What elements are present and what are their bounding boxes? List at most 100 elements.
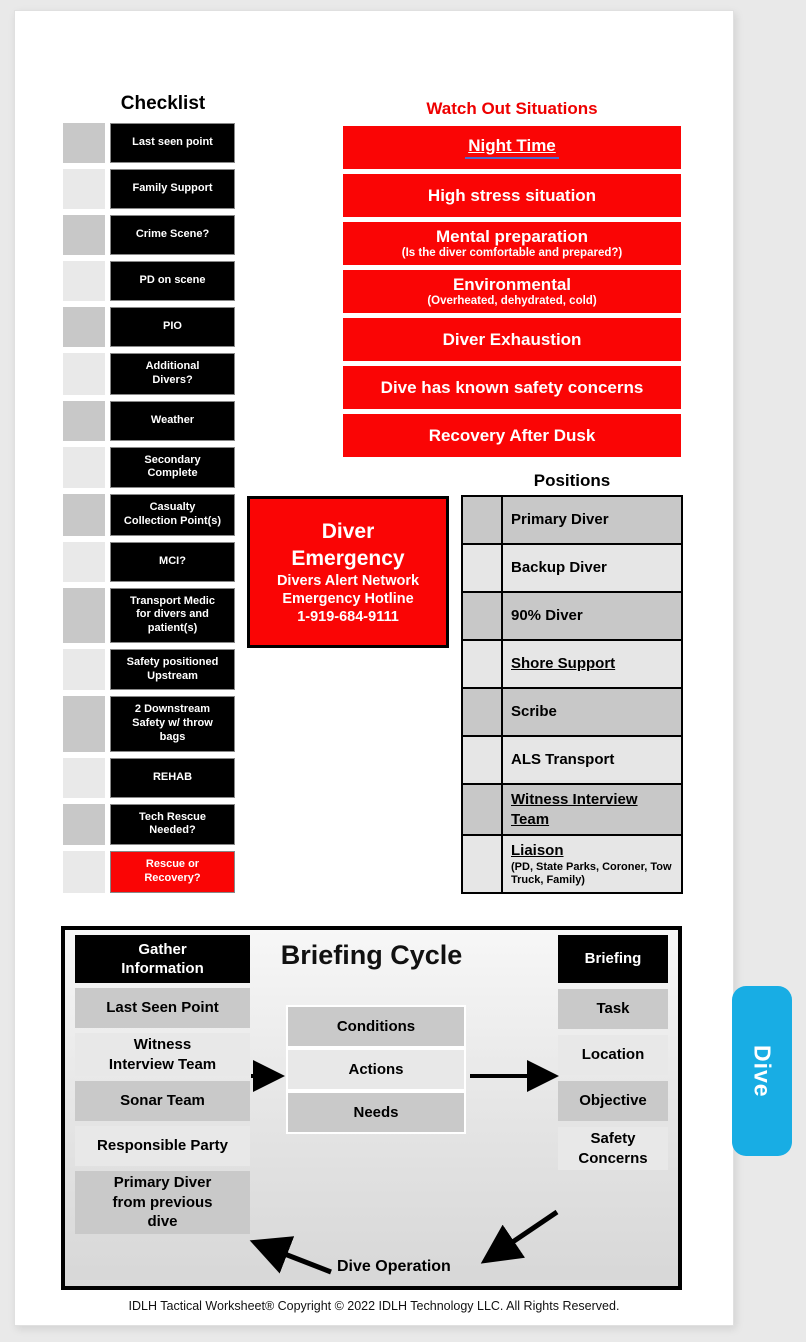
checklist-row[interactable]: Crime Scene? — [63, 215, 235, 255]
checklist-row[interactable]: MCI? — [63, 541, 235, 582]
checklist-row[interactable]: Secondary Complete — [63, 446, 235, 488]
checklist-checkbox[interactable] — [63, 757, 105, 798]
positions-row[interactable]: Primary Diver — [463, 497, 681, 545]
positions-row[interactable]: Witness Interview Team — [463, 785, 681, 836]
positions-label: Backup Diver — [511, 559, 607, 577]
positions-row[interactable]: Liaison(PD, State Parks, Coroner, Tow Tr… — [463, 836, 681, 892]
watchout-item: Dive has known safety concerns — [343, 366, 681, 409]
positions-checkbox[interactable] — [463, 785, 503, 834]
positions-label-cell: ALS Transport — [503, 737, 681, 783]
checklist-checkbox[interactable] — [63, 261, 105, 301]
checklist-checkbox[interactable] — [63, 851, 105, 893]
positions-row[interactable]: Scribe — [463, 689, 681, 737]
briefing-right-item: Safety Concerns — [558, 1127, 668, 1170]
checklist-checkbox[interactable] — [63, 446, 105, 488]
checklist-checkbox[interactable] — [63, 494, 105, 536]
watchout-item: Mental preparation(Is the diver comforta… — [343, 222, 681, 265]
arrow-right-to-dive-operation — [480, 1209, 559, 1264]
checklist-checkbox[interactable] — [63, 307, 105, 347]
watchout-item: Environmental(Overheated, dehydrated, co… — [343, 270, 681, 313]
checklist-row[interactable]: Transport Medic for divers and patient(s… — [63, 587, 235, 643]
positions-checkbox[interactable] — [463, 836, 503, 892]
positions-row[interactable]: Backup Diver — [463, 545, 681, 593]
checklist-item-label: Secondary Complete — [110, 446, 235, 488]
checklist-row[interactable]: PIO — [63, 307, 235, 347]
positions-checkbox[interactable] — [463, 737, 503, 783]
checklist-row[interactable]: Family Support — [63, 169, 235, 209]
checklist-checkbox[interactable] — [63, 215, 105, 255]
checklist-checkbox[interactable] — [63, 400, 105, 441]
briefing-right-item: Objective — [558, 1081, 668, 1121]
diver-emergency-title: Diver Emergency — [291, 519, 405, 570]
positions-label-cell: Backup Diver — [503, 545, 681, 591]
watchout-item-subtext: (Overheated, dehydrated, cold) — [427, 294, 597, 307]
checklist-item-label: Safety positioned Upstream — [110, 648, 235, 691]
positions-label-cell: Witness Interview Team — [503, 785, 681, 834]
checklist-checkbox[interactable] — [63, 587, 105, 643]
checklist-row[interactable]: Tech Rescue Needed? — [63, 803, 235, 845]
checklist-checkbox[interactable] — [63, 541, 105, 582]
briefing-left-item: Responsible Party — [75, 1126, 250, 1166]
positions-checkbox[interactable] — [463, 689, 503, 735]
positions-label: Primary Diver — [511, 511, 609, 529]
checklist-row[interactable]: Safety positioned Upstream — [63, 648, 235, 691]
watchout-item-label: Night Time — [465, 136, 559, 160]
briefing-left-item: Primary Diver from previous dive — [75, 1171, 250, 1234]
positions-label-cell: Liaison(PD, State Parks, Coroner, Tow Tr… — [503, 836, 681, 892]
checklist-item-label: REHAB — [110, 757, 235, 798]
checklist-checkbox[interactable] — [63, 169, 105, 209]
briefing-right-item: Task — [558, 989, 668, 1029]
checklist-checkbox[interactable] — [63, 696, 105, 752]
checklist-item-label: Crime Scene? — [110, 215, 235, 255]
checklist-checkbox[interactable] — [63, 353, 105, 395]
diver-emergency-line: 1-919-684-9111 — [297, 609, 399, 626]
checklist-item-label: Transport Medic for divers and patient(s… — [110, 587, 235, 643]
checklist-row[interactable]: PD on scene — [63, 261, 235, 301]
dive-operation-label: Dive Operation — [337, 1258, 451, 1275]
checklist-checkbox[interactable] — [63, 123, 105, 163]
checklist-checkbox[interactable] — [63, 648, 105, 691]
positions-subtext: (PD, State Parks, Coroner, Tow Truck, Fa… — [511, 860, 672, 886]
watchout-item-label: Diver Exhaustion — [442, 329, 582, 349]
positions-checkbox[interactable] — [463, 545, 503, 591]
briefing-middle-item: Conditions — [286, 1005, 466, 1048]
briefing-middle-item: Actions — [286, 1048, 466, 1091]
briefing-left-item: Last Seen Point — [75, 988, 250, 1028]
diver-emergency-line: Emergency Hotline — [282, 591, 414, 608]
positions-checkbox[interactable] — [463, 593, 503, 639]
positions-row[interactable]: ALS Transport — [463, 737, 681, 785]
checklist-row[interactable]: 2 Downstream Safety w/ throw bags — [63, 696, 235, 752]
watchout-item-label: Dive has known safety concerns — [380, 377, 644, 397]
dive-side-tab[interactable]: Dive — [732, 986, 792, 1156]
checklist-checkbox[interactable] — [63, 803, 105, 845]
checklist-row[interactable]: Rescue or Recovery? — [63, 851, 235, 893]
positions-title: Positions — [533, 471, 611, 490]
checklist-item-label: Additional Divers? — [110, 353, 235, 395]
positions-row[interactable]: 90% Diver — [463, 593, 681, 641]
checklist-row[interactable]: REHAB — [63, 757, 235, 798]
watchout-item-label: High stress situation — [427, 185, 597, 205]
positions-checkbox[interactable] — [463, 641, 503, 687]
checklist-row[interactable]: Weather — [63, 400, 235, 441]
arrow-dive-operation-to-left — [249, 1236, 332, 1275]
watchout-item-label: Mental preparation — [435, 227, 589, 247]
checklist-item-label: PD on scene — [110, 261, 235, 301]
checklist-row[interactable]: Additional Divers? — [63, 353, 235, 395]
positions-checkbox[interactable] — [463, 497, 503, 543]
checklist-row[interactable]: Casualty Collection Point(s) — [63, 494, 235, 536]
watchout-item: High stress situation — [343, 174, 681, 217]
positions-label-cell: Scribe — [503, 689, 681, 735]
gather-information-header: Gather Information — [75, 935, 250, 983]
checklist-item-label: 2 Downstream Safety w/ throw bags — [110, 696, 235, 752]
checklist-item-label: Casualty Collection Point(s) — [110, 494, 235, 536]
positions-label-cell: 90% Diver — [503, 593, 681, 639]
checklist-item-label: MCI? — [110, 541, 235, 582]
positions-row[interactable]: Shore Support — [463, 641, 681, 689]
diver-emergency-line: Divers Alert Network — [276, 573, 420, 590]
checklist-row[interactable]: Last seen point — [63, 123, 235, 163]
